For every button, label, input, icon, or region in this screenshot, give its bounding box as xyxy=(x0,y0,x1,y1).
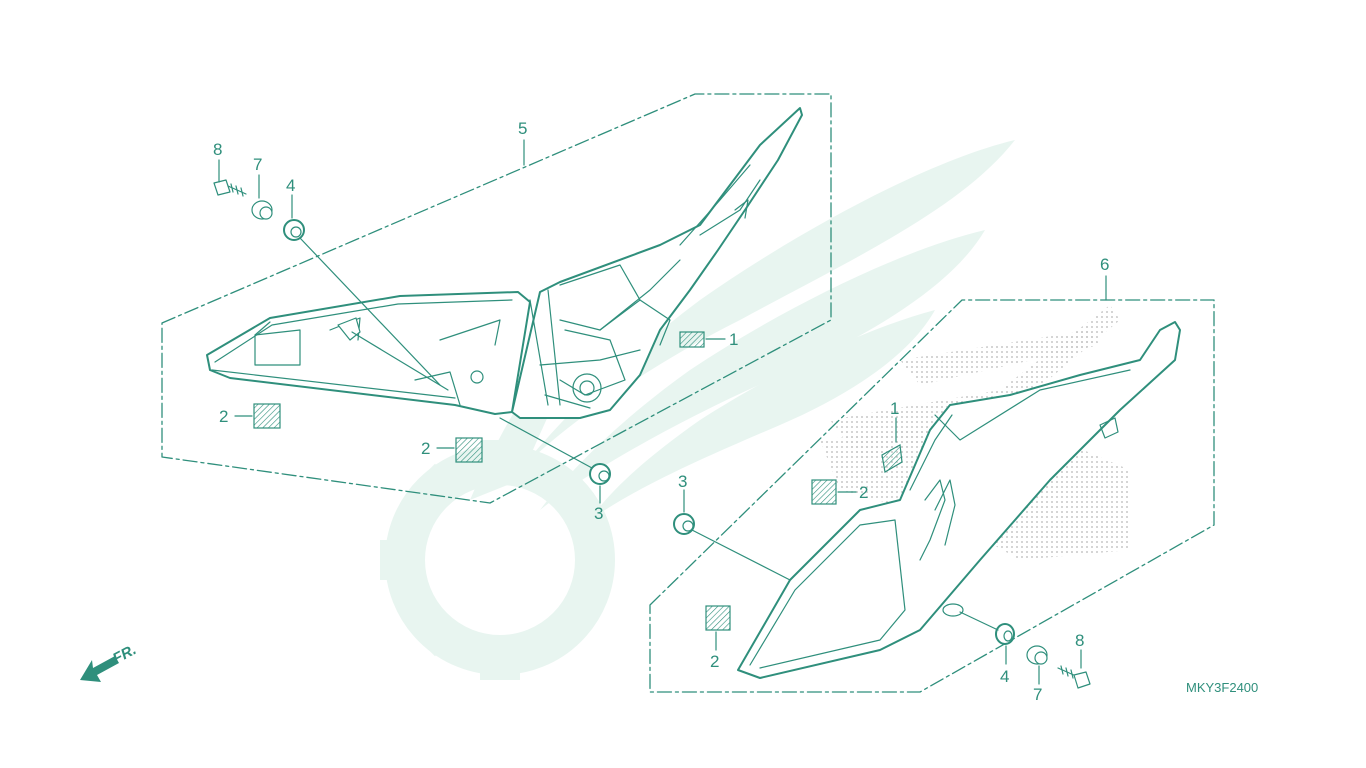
clip-left-2a xyxy=(253,403,281,429)
clip-right-2b xyxy=(705,605,731,631)
callout-right-grommet-bottom: 4 xyxy=(1000,667,1009,686)
collar-left xyxy=(251,200,273,220)
callout-left-grommet-bottom: 3 xyxy=(594,504,603,523)
grommet-right-bottom xyxy=(995,623,1015,645)
callout-left-clip-2b: 2 xyxy=(421,439,430,458)
screw-left xyxy=(213,179,247,197)
grommet-left-top xyxy=(283,219,305,241)
grommet-right-top xyxy=(673,513,695,535)
right-side-cover-group xyxy=(649,299,1215,693)
callout-left-grommet-top: 4 xyxy=(286,176,295,195)
callout-left-screw: 8 xyxy=(213,140,222,159)
right-group-boundary xyxy=(649,299,1215,693)
callout-right-grommet-top: 3 xyxy=(678,472,687,491)
collar-right xyxy=(1026,645,1048,665)
callout-left-clip-2a: 2 xyxy=(219,407,228,426)
callout-right-clip-2b: 2 xyxy=(710,652,719,671)
arrow-down-left-icon xyxy=(80,656,119,682)
clip-right-1 xyxy=(881,444,903,473)
callout-right-collar: 7 xyxy=(1033,685,1042,704)
clip-left-1 xyxy=(679,331,705,348)
callout-labels: 5 8 7 4 1 2 2 3 6 1 2 2 3 4 7 8 xyxy=(213,119,1109,704)
callout-right-clip-1: 1 xyxy=(890,399,899,418)
callout-right-clip-2a: 2 xyxy=(859,483,868,502)
diagram-code: MKY3F2400 xyxy=(1186,680,1258,695)
screw-right xyxy=(1057,665,1091,689)
left-side-cover-group xyxy=(161,93,832,504)
callout-right-panel: 6 xyxy=(1100,255,1109,274)
front-direction-indicator: FR. xyxy=(80,641,139,682)
right-side-cover xyxy=(737,321,1181,679)
clip-left-2b xyxy=(455,437,483,463)
leader-lines xyxy=(218,139,1107,685)
callout-left-collar: 7 xyxy=(253,155,262,174)
left-side-cover xyxy=(206,107,803,419)
callout-right-screw: 8 xyxy=(1075,631,1084,650)
callout-left-clip-1: 1 xyxy=(729,330,738,349)
clip-right-2a xyxy=(811,479,837,505)
left-group-boundary xyxy=(161,93,832,504)
callout-left-panel: 5 xyxy=(518,119,527,138)
grommet-left-bottom xyxy=(589,463,611,485)
